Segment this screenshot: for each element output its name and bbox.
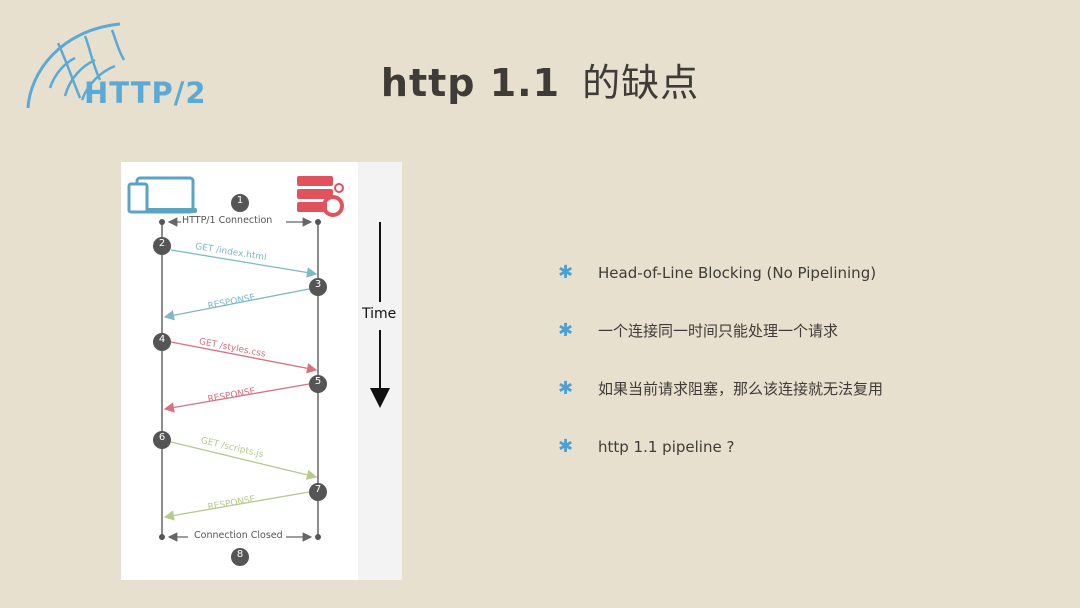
title-en: http 1.1: [380, 61, 561, 105]
http2-logo-globe-icon: [26, 22, 126, 109]
asterisk-bullet-icon: ✱: [558, 436, 574, 457]
title-zh: 的缺点: [582, 61, 700, 105]
step-6-badge: 6: [158, 432, 166, 443]
asterisk-bullet-icon: ✱: [558, 262, 574, 283]
step-1-badge: 1: [236, 195, 244, 206]
bullet-item: ✱ 一个连接同一时间只能处理一个请求: [558, 320, 839, 341]
time-label: Time: [362, 306, 397, 322]
connection-closed-label: Connection Closed: [194, 530, 283, 541]
step-3-badge: 3: [314, 279, 322, 290]
bullet-item: ✱ http 1.1 pipeline ?: [558, 436, 735, 457]
asterisk-bullet-icon: ✱: [558, 320, 574, 341]
server-gear-icon: [297, 176, 344, 217]
connection-label: HTTP/1 Connection: [182, 215, 273, 226]
step-8-badge: 8: [236, 549, 244, 560]
asterisk-bullet-icon: ✱: [558, 378, 574, 399]
bullet-item: ✱ 如果当前请求阻塞，那么该连接就无法复用: [558, 378, 884, 399]
step-5-badge: 5: [314, 376, 322, 387]
step-2-badge: 2: [158, 238, 166, 249]
bullet-item: ✱ Head-of-Line Blocking (No Pipelining): [558, 262, 877, 283]
client-devices-icon: [127, 176, 197, 214]
http2-logo-text: HTTP/2: [84, 76, 207, 110]
step-4-badge: 4: [158, 334, 166, 345]
http1-sequence-diagram: 1 2 3 4 5 6 7 8 HTTP/1 Connection Connec…: [121, 162, 402, 580]
page-title: http 1.1 的缺点: [0, 52, 1080, 107]
step-7-badge: 7: [314, 484, 322, 495]
